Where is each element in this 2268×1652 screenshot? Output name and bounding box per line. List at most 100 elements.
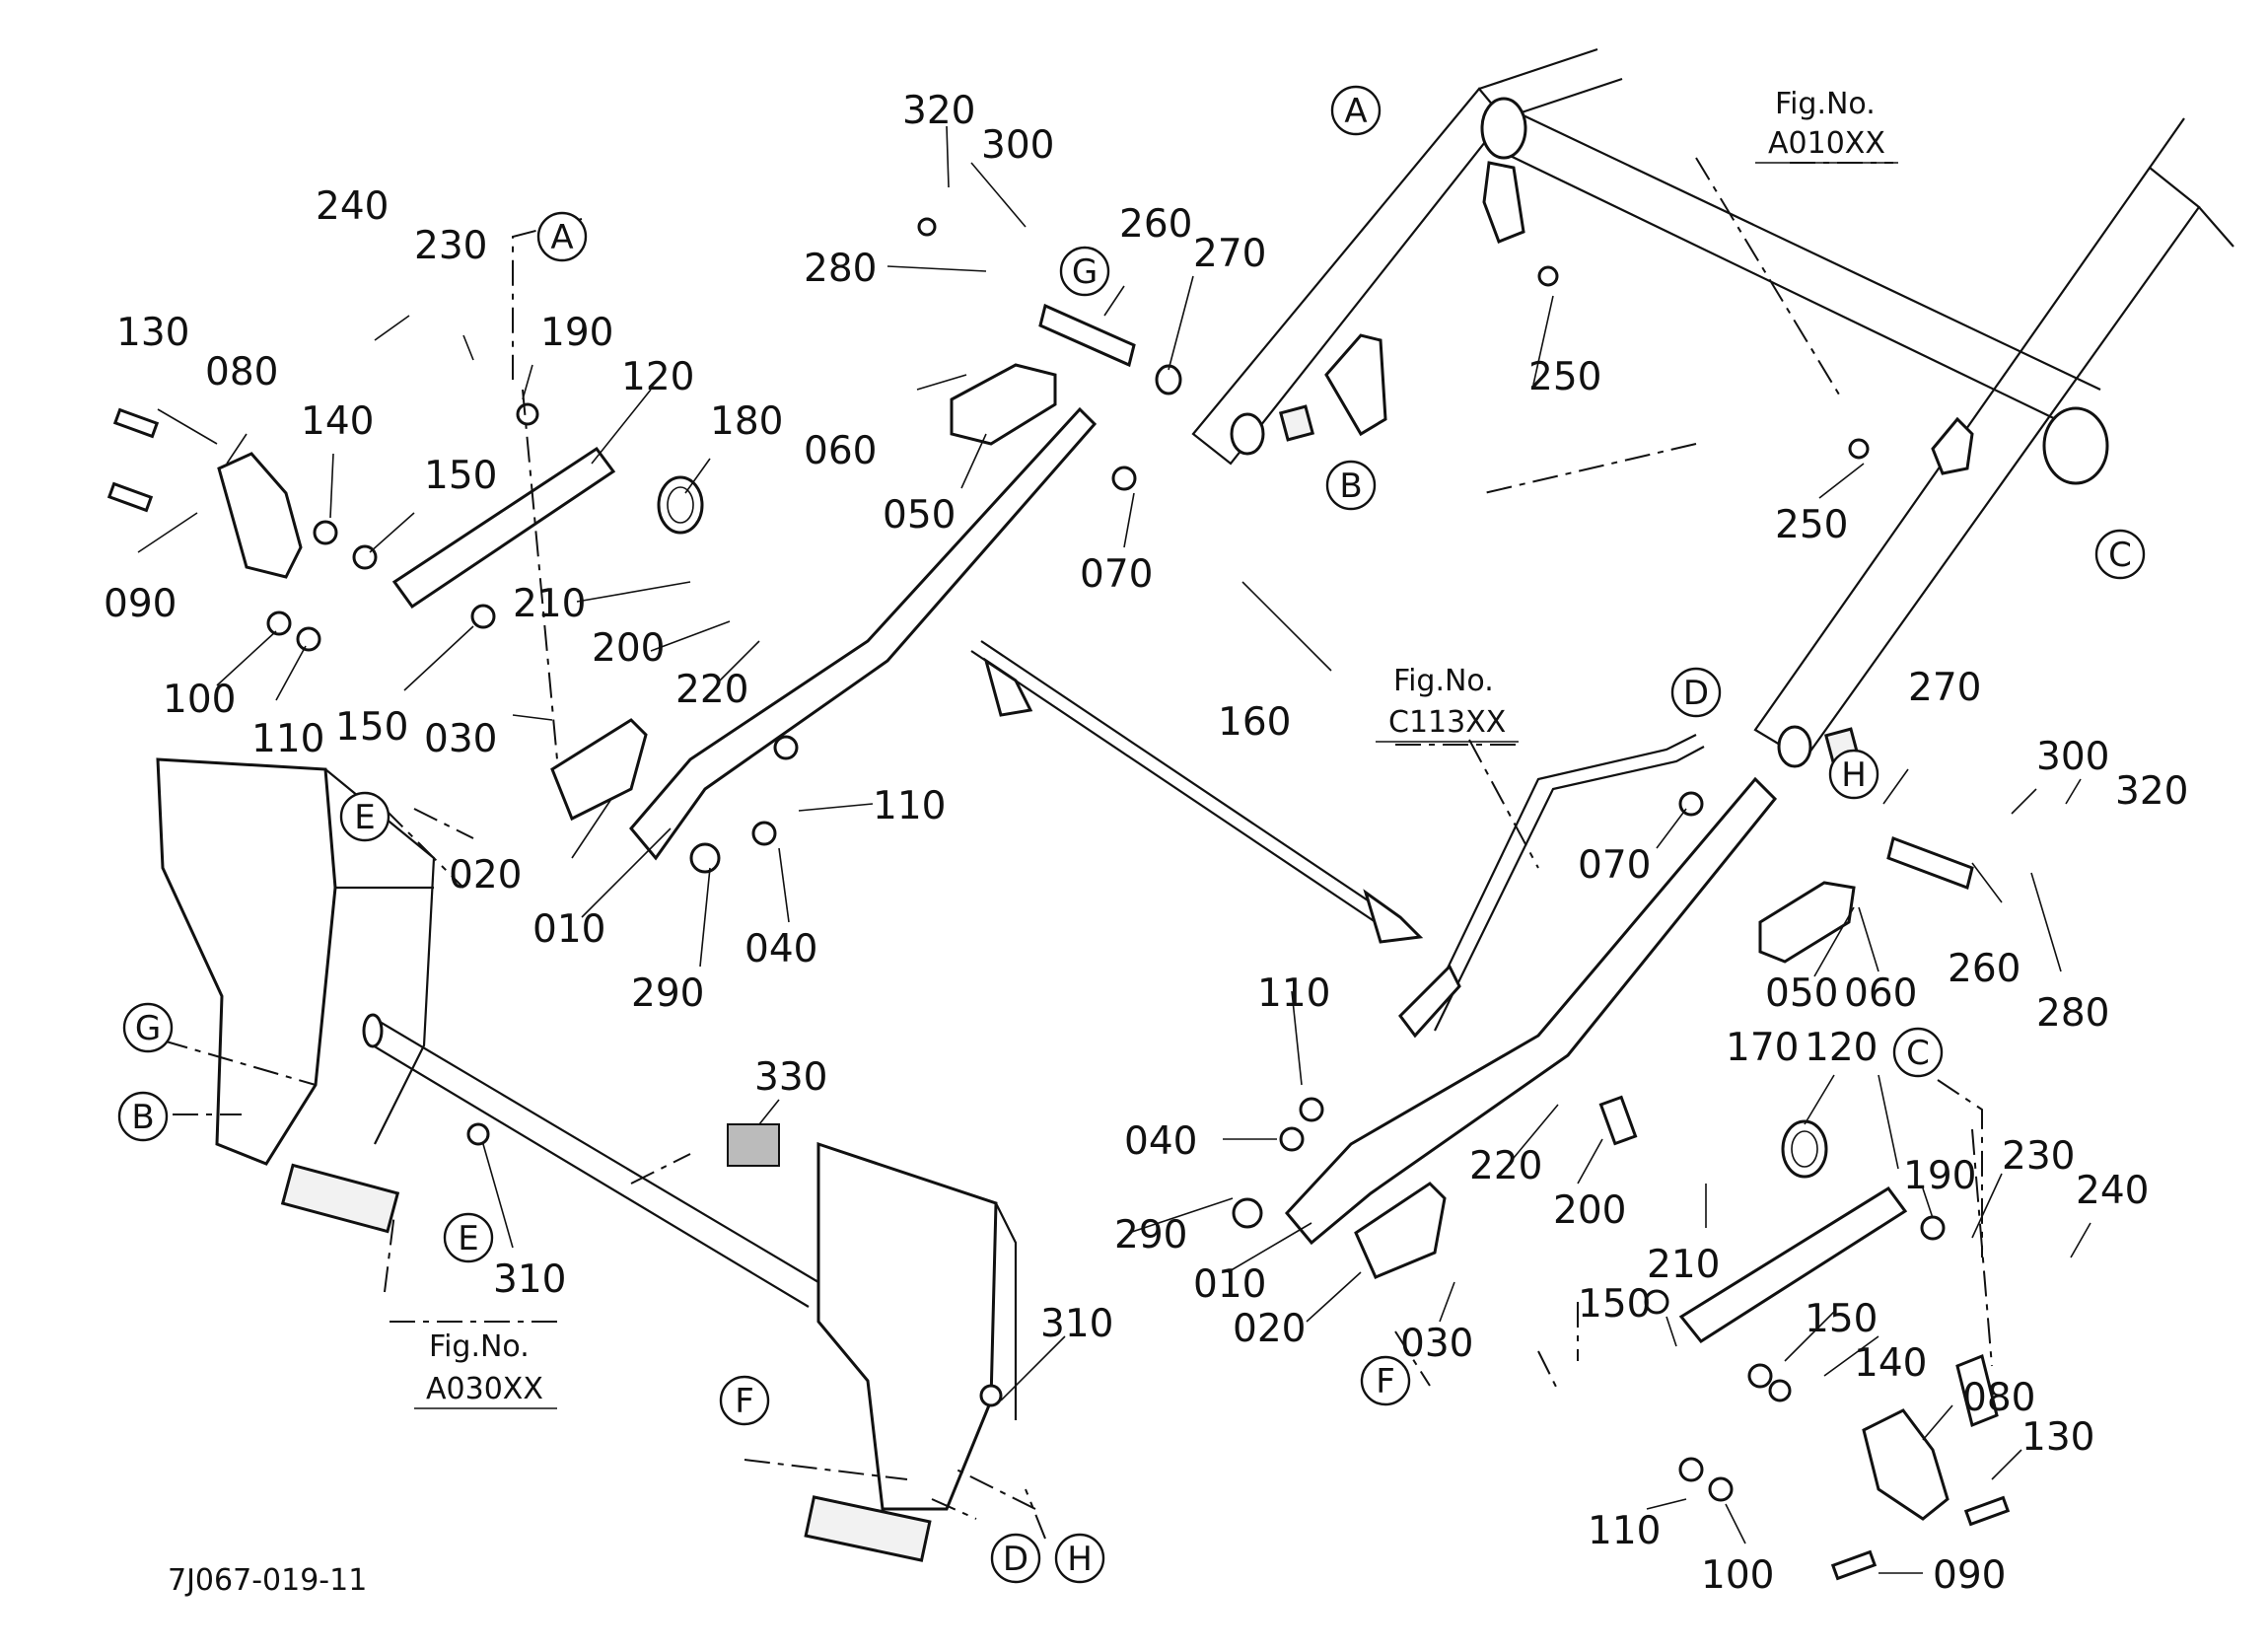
callout-letter: C	[1906, 1034, 1930, 1073]
part-number-label: 070	[1578, 843, 1651, 888]
part-number-label: 200	[592, 626, 665, 671]
part-number-label: 120	[1805, 1026, 1878, 1070]
part-number-label: 310	[1040, 1302, 1113, 1346]
callout-letter: D	[1683, 674, 1709, 713]
part-number-label: 030	[424, 717, 497, 761]
part-number-label: 060	[1844, 971, 1917, 1016]
part-number-label: 040	[744, 927, 817, 971]
callout-circle	[1828, 749, 1879, 800]
part-number-label: 060	[804, 429, 877, 473]
callout-circle	[1059, 246, 1110, 297]
part-number-label: 310	[493, 1257, 566, 1302]
callout-circle	[1054, 1533, 1105, 1584]
callout-letter: B	[131, 1098, 154, 1137]
callout-circle	[536, 211, 588, 262]
part-number-label: 280	[2036, 991, 2109, 1036]
reference-callout: A	[536, 211, 588, 262]
callout-circle	[1360, 1355, 1411, 1406]
part-number-label: 300	[981, 123, 1054, 168]
part-number-label: 240	[316, 184, 389, 229]
left-linkage	[106, 217, 1870, 874]
callout-circle	[122, 1002, 174, 1053]
part-number-label: 140	[1854, 1341, 1927, 1386]
part-number-label: 110	[873, 784, 946, 828]
part-number-label: 220	[675, 668, 748, 712]
callout-letter: C	[2108, 536, 2132, 575]
reference-callout: F	[719, 1375, 770, 1426]
figure-ref-line1: Fig.No.	[429, 1329, 530, 1364]
part-number-label: 230	[2002, 1134, 2075, 1179]
housings	[156, 757, 1018, 1562]
part-number-label: 230	[414, 224, 487, 268]
part-number-label: 010	[532, 907, 605, 952]
reference-callout: D	[1670, 667, 1722, 718]
part-number-label: 020	[1233, 1307, 1306, 1351]
part-number-label: 220	[1469, 1144, 1542, 1188]
reference-callout: B	[117, 1091, 169, 1142]
callout-circle	[339, 791, 390, 842]
callout-letter: G	[135, 1009, 161, 1048]
figure-ref-c113xx: Fig.No. C113XX	[1376, 664, 1519, 743]
figure-ref-line2: A010XX	[1768, 126, 1885, 161]
part-number-label: 110	[1257, 971, 1330, 1016]
figure-ref-a010xx: Fig.No. A010XX	[1755, 87, 1898, 164]
right-linkage	[1232, 776, 2011, 1581]
part-number-label: 020	[449, 853, 522, 898]
reference-callout: B	[1325, 460, 1377, 511]
callout-letter: F	[1376, 1362, 1395, 1401]
figure-ref-line2: C113XX	[1388, 705, 1506, 740]
part-number-label: 010	[1193, 1262, 1266, 1307]
part-number-label: 260	[1119, 202, 1192, 247]
callout-letter: E	[354, 798, 375, 837]
reference-callout: G	[1059, 246, 1110, 297]
part-number-label: 280	[804, 247, 877, 291]
part-number-label: 320	[2115, 769, 2188, 814]
figure-ref-line1: Fig.No.	[1393, 664, 1494, 698]
part-number-label: 290	[631, 971, 704, 1016]
callout-letter: H	[1841, 755, 1867, 795]
callout-circle	[1325, 460, 1377, 511]
callout-circle	[2094, 529, 2146, 580]
part-number-label: 080	[1962, 1376, 2035, 1420]
figure-ref-a030xx: Fig.No. A030XX	[414, 1329, 557, 1409]
part-number-label: 210	[513, 582, 586, 626]
part-number-label: 150	[1578, 1282, 1651, 1327]
part-number-label: 120	[621, 355, 694, 399]
drawing-code: 7J067-019-11	[168, 1563, 367, 1598]
part-number-labels: 3203002802602702402301901300801401201800…	[104, 89, 2188, 1598]
part-number-label: 210	[1647, 1243, 1720, 1287]
part-number-label: 240	[2076, 1169, 2149, 1213]
connecting-rod	[970, 640, 1424, 944]
callout-circle	[117, 1091, 169, 1142]
reference-callout: C	[2094, 529, 2146, 580]
part-number-label: 110	[1588, 1509, 1661, 1553]
pedal-assembly	[1398, 734, 1705, 1039]
reference-callout: E	[443, 1212, 494, 1263]
callout-letter: D	[1003, 1540, 1028, 1579]
callout-circle	[990, 1533, 1041, 1584]
part-number-label: 200	[1553, 1188, 1626, 1233]
reference-callout: G	[122, 1002, 174, 1053]
part-number-label: 100	[163, 678, 236, 722]
part-number-label: 150	[335, 705, 408, 750]
callout-letter: E	[458, 1219, 478, 1258]
part-number-label: 130	[2021, 1415, 2094, 1460]
part-number-label: 190	[1903, 1154, 1976, 1198]
part-number-label: 140	[301, 399, 374, 444]
callout-circle	[443, 1212, 494, 1263]
reference-callout: D	[990, 1533, 1041, 1584]
part-number-label: 040	[1124, 1119, 1197, 1164]
part-number-label: 080	[205, 350, 278, 395]
part-number-label: 100	[1701, 1553, 1774, 1598]
part-number-label: 180	[710, 399, 783, 444]
part-number-label: 250	[1528, 355, 1601, 399]
part-number-label: 150	[1805, 1297, 1878, 1341]
part-number-label: 110	[251, 717, 324, 761]
callout-letter: H	[1067, 1540, 1093, 1579]
reference-callout: E	[339, 791, 390, 842]
callout-letter: A	[1344, 92, 1367, 131]
part-number-label: 330	[754, 1055, 827, 1100]
